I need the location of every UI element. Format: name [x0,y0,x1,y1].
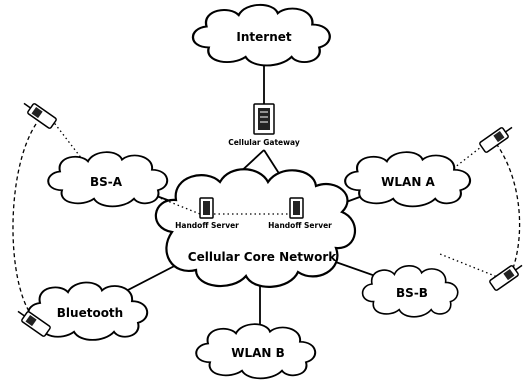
handoff-server-left-label: Handoff Server [175,221,239,230]
path-right-device [491,137,521,285]
path-left-device [12,123,37,317]
mobile-phone-icon [489,264,523,291]
mobile-phone-icon [479,126,513,153]
internet-label: Internet [236,30,291,44]
cellular-gateway-label: Cellular Gateway [228,138,300,147]
mobile-phone-icon [17,310,51,337]
signal-right-bottom-bsb [439,253,501,279]
handoff-server-left-icon [199,197,214,219]
bs-a-label: BS-A [90,175,123,189]
cellular-gateway-icon [253,103,275,135]
core-network-label: Cellular Core Network [188,250,337,264]
wlan-b-label: WLAN B [231,346,285,360]
mobile-phone-icon [23,102,57,129]
handoff-server-right-icon [289,197,304,219]
bluetooth-label: Bluetooth [57,306,123,320]
handoff-server-right-label: Handoff Server [268,221,332,230]
signal-bsa-handoff [139,189,201,215]
wlan-a-label: WLAN A [381,175,435,189]
bs-b-label: BS-B [396,286,428,300]
